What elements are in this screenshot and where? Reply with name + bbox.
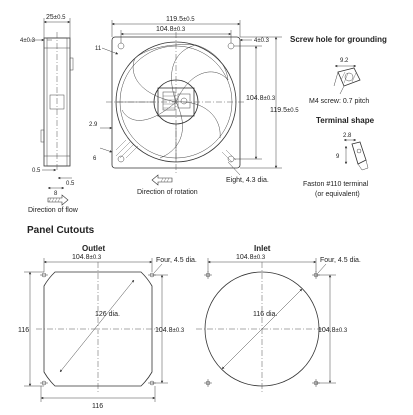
- outlet-shape: [43, 271, 153, 387]
- flow-caption: Direction of flow: [28, 207, 79, 214]
- mount-hole: [117, 42, 125, 50]
- terminal-note-1: Faston #110 terminal: [303, 181, 369, 188]
- side-view: 25±0.5 4±0.3 0.5 0.5 8 Direction of flow: [20, 14, 79, 214]
- terminal-title: Terminal shape: [316, 116, 375, 125]
- outlet-pitch-top: 104.8±0.3: [72, 254, 102, 261]
- screw-hole-title: Screw hole for grounding: [290, 35, 387, 44]
- rotation-arrow-icon: [151, 174, 173, 186]
- pitch-vertical-label: 104.8±0.3: [246, 95, 276, 102]
- screw-hole-dim: 9.2: [340, 58, 349, 64]
- terminal-len-dim: 9: [336, 154, 340, 160]
- inlet-label: Inlet: [254, 244, 271, 253]
- outlet-holes-note: Four, 4.5 dia.: [156, 257, 197, 264]
- overall-width-label: 119.5±0.5: [166, 16, 195, 23]
- terminal-icon: [351, 141, 369, 171]
- inlet-cutout: Inlet 116 dia. 104.8±0.3 Four, 4.5 dia.: [196, 244, 361, 394]
- outlet-dia: 126 dia.: [95, 311, 120, 318]
- overall-height-label: 119.5±0.5: [270, 107, 299, 114]
- side-offset-label: 4±0.3: [20, 38, 36, 44]
- screw-hole-icon: [333, 67, 361, 95]
- outlet-label: Outlet: [82, 244, 105, 253]
- terminal-detail: Terminal shape 2.8 9 Faston #110 termina…: [303, 116, 375, 198]
- panel-cutouts-title: Panel Cutouts: [27, 225, 95, 236]
- inlet-pitch-top: 104.8±0.3: [236, 254, 266, 261]
- outlet-pitch-vertical: 104.8±0.3: [155, 327, 185, 334]
- screw-hole-note: M4 screw: 0.7 pitch: [309, 98, 369, 105]
- inlet-dia: 116 dia.: [253, 311, 277, 318]
- side-dim-right: 0.5: [66, 181, 75, 187]
- screw-hole-detail: Screw hole for grounding 9.2 M4 screw: 0…: [290, 35, 387, 105]
- hole-pitch-label: 104.8±0.3: [156, 26, 186, 33]
- side-dim-low: 0.5: [32, 168, 41, 174]
- side-width-label: 25±0.5: [46, 14, 66, 21]
- outlet-width: 116: [92, 403, 103, 410]
- corner-hatch: [115, 139, 237, 163]
- terminal-note-2: (or equivalent): [315, 191, 360, 198]
- mount-hole: [117, 155, 125, 163]
- inlet-pitch-vertical: 104.8±0.3: [318, 327, 348, 334]
- outlet-height: 116: [18, 327, 29, 334]
- dim-11: 11: [95, 46, 102, 52]
- mount-hole: [227, 42, 235, 50]
- side-dim-8: 8: [54, 191, 58, 197]
- rotation-caption: Direction of rotation: [137, 189, 198, 196]
- dim-6: 6: [93, 156, 97, 162]
- inlet-holes-note: Four, 4.5 dia.: [320, 257, 361, 264]
- outlet-cutout: Outlet 126 dia. 104.8±0.3 Four, 4.5 dia.: [18, 244, 197, 410]
- terminal-width-dim: 2.8: [343, 133, 352, 139]
- flow-arrow-icon: [47, 194, 69, 206]
- dim-2-9: 2.9: [89, 122, 98, 128]
- right-offset-label: 4±0.3: [254, 38, 270, 44]
- mount-holes-note: Eight, 4.3 dia.: [226, 177, 269, 184]
- front-view: 119.5±0.5 104.8±0.3 11 4±0.3 2.9 6 104.8…: [89, 16, 299, 196]
